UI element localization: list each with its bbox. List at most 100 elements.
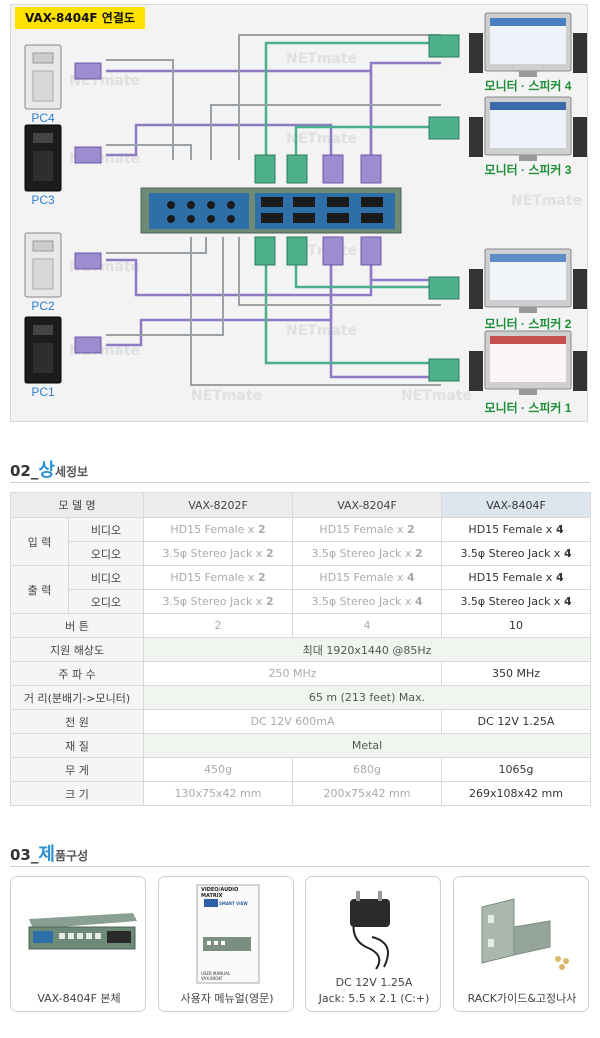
pc2-tower <box>24 232 62 298</box>
table-row: 버 튼 2 4 10 <box>9 613 592 638</box>
row-label: 재 질 <box>9 733 145 758</box>
section-number: 03_ <box>10 846 39 864</box>
table-cell: 3.5φ Stereo Jack x 2 <box>292 541 443 566</box>
table-row: 크 기 130x75x42 mm 200x75x42 mm 269x108x42… <box>9 781 592 806</box>
monitor-label: 모니터 · 스피커 4 <box>484 79 572 93</box>
section-initial: 제 <box>38 844 55 865</box>
row-label: 비디오 <box>67 517 145 542</box>
table-cell: 1065g <box>441 757 592 782</box>
table-cell: 450g <box>143 757 294 782</box>
manual-image <box>196 884 260 984</box>
rack-image <box>481 898 569 970</box>
table-row: 주 파 수 250 MHz 350 MHz <box>9 661 592 686</box>
table-cell: 4 <box>292 613 443 638</box>
table-row: 거 리(분배기->모니터) 65 m (213 feet) Max. <box>9 685 592 710</box>
component-main-unit: VAX-8404F 본체 <box>10 876 146 1012</box>
row-label: 무 게 <box>9 757 145 782</box>
table-cell: DC 12V 600mA <box>143 709 443 734</box>
monitor-4 <box>469 12 587 77</box>
pc3-tower <box>24 124 62 192</box>
table-cell: 680g <box>292 757 443 782</box>
table-cell: 3.5φ Stereo Jack x 4 <box>441 589 592 614</box>
row-label: 주 파 수 <box>9 661 145 686</box>
table-row: 출 력 비디오 HD15 Female x 2 HD15 Female x 4 … <box>10 565 592 614</box>
watermark: NETmate <box>286 51 357 67</box>
row-label: 비디오 <box>67 565 145 590</box>
table-row: 재 질 Metal <box>9 733 592 758</box>
monitor-1 <box>469 330 587 395</box>
table-cell: HD15 Female x 4 <box>441 517 592 542</box>
monitor-label: 모니터 · 스피커 1 <box>484 401 572 415</box>
section-divider <box>10 866 590 867</box>
row-label: 버 튼 <box>9 613 145 638</box>
monitors <box>469 12 587 395</box>
table-cell: 10 <box>441 613 592 638</box>
row-label: 거 리(분배기->모니터) <box>9 685 145 710</box>
table-row: 입 력 비디오 HD15 Female x 2 HD15 Female x 2 … <box>10 517 592 566</box>
monitor-3 <box>469 96 587 161</box>
table-cell: HD15 Female x 4 <box>292 565 443 590</box>
table-cell: 3.5φ Stereo Jack x 4 <box>292 589 443 614</box>
table-cell: 3.5φ Stereo Jack x 2 <box>143 589 294 614</box>
component-caption: 사용자 메뉴얼(영문) <box>180 992 274 1005</box>
watermark: NETmate <box>511 193 582 209</box>
table-row: 오디오 3.5φ Stereo Jack x 2 3.5φ Stereo Jac… <box>11 589 592 614</box>
monitor-label: 모니터 · 스피커 2 <box>484 317 572 331</box>
header-cell: VAX-8202F <box>143 492 294 518</box>
table-row: 전 원 DC 12V 600mA DC 12V 1.25A <box>9 709 592 734</box>
table-cell: Metal <box>143 733 592 758</box>
table-cell: 350 MHz <box>441 661 592 686</box>
component-power-adapter: DC 12V 1.25A Jack: 5.5 x 2.1 (C:+) <box>305 876 441 1012</box>
component-caption: RACK가이드&고정나사 <box>467 992 577 1005</box>
watermark: NETmate <box>286 131 357 147</box>
component-manual: VIDEO/AUDIO MATRIX SMART VIEW USER MANUA… <box>158 876 294 1012</box>
table-row: 무 게 450g 680g 1065g <box>9 757 592 782</box>
watermark: NETmate <box>286 323 357 339</box>
section-components-heading: 03_제품구성 <box>10 840 88 866</box>
matrix-device <box>140 187 402 234</box>
table-row: 지원 해상도 최대 1920x1440 @85Hz <box>9 637 592 662</box>
row-group-label: 출 력 <box>10 565 69 614</box>
table-header-row: 모 델 명 VAX-8202F VAX-8204F VAX-8404F <box>9 492 592 518</box>
pc1-tower <box>24 316 62 384</box>
device-vga-plugs <box>254 154 382 266</box>
component-caption: Jack: 5.5 x 2.1 (C:+) <box>318 992 430 1005</box>
row-label: 오디오 <box>67 541 145 566</box>
audio-cables <box>106 34 441 386</box>
main-unit-image <box>28 913 137 950</box>
pc-connectors <box>74 62 102 354</box>
diagram-title: VAX-8404F 연결도 <box>15 7 145 29</box>
table-cell: 250 MHz <box>143 661 443 686</box>
table-cell: HD15 Female x 2 <box>143 565 294 590</box>
green-cables <box>264 41 441 365</box>
manual-footer: USER MANUAL VAX-8404F <box>201 971 231 981</box>
component-caption: DC 12V 1.25A <box>335 976 413 989</box>
manual-title: VIDEO/AUDIO MATRIX <box>201 887 239 899</box>
monitor-2 <box>469 248 587 313</box>
row-group-label: 입 력 <box>10 517 69 566</box>
section-number: 02_ <box>10 462 39 480</box>
table-cell: 3.5φ Stereo Jack x 2 <box>143 541 294 566</box>
diagram-drawing: NETmate NETmate NETmate NETmate NETmate … <box>24 12 587 404</box>
section-divider <box>10 482 590 483</box>
watermark: NETmate <box>191 388 262 404</box>
spec-table: 모 델 명 VAX-8202F VAX-8204F VAX-8404F 입 력 … <box>9 492 592 806</box>
table-cell: 200x75x42 mm <box>292 781 443 806</box>
row-label: 오디오 <box>67 589 145 614</box>
table-cell: 269x108x42 mm <box>441 781 592 806</box>
watermark: NETmate <box>401 388 472 404</box>
pc-label: PC2 <box>31 299 55 313</box>
table-cell: 2 <box>143 613 294 638</box>
section-initial: 상 <box>38 460 55 481</box>
monitor-label: 모니터 · 스피커 3 <box>484 163 572 177</box>
component-caption: VAX-8404F 본체 <box>37 992 121 1005</box>
section-title: 품구성 <box>54 849 89 863</box>
table-cell: HD15 Female x 4 <box>441 565 592 590</box>
row-label: 지원 해상도 <box>9 637 145 662</box>
header-cell: 모 델 명 <box>9 492 145 518</box>
section-detail-heading: 02_상세정보 <box>10 456 88 482</box>
table-cell: DC 12V 1.25A <box>441 709 592 734</box>
monitor-connectors <box>428 34 460 382</box>
section-title: 세정보 <box>54 465 89 479</box>
connection-diagram: NETmate NETmate NETmate NETmate NETmate … <box>10 4 588 422</box>
